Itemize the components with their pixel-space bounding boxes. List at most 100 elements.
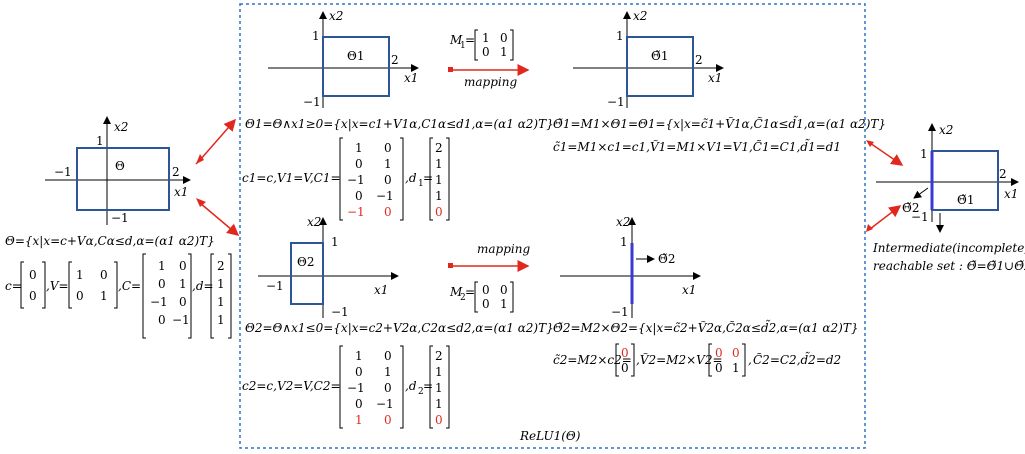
branch2-d2-3: 1: [435, 397, 443, 411]
branch1-d1-4: 0: [435, 205, 443, 219]
input-C-31: −1: [172, 313, 190, 327]
branch1-mapping-label: mapping: [464, 75, 517, 89]
input-C-21: 0: [179, 295, 187, 309]
svg-text:,V=: ,V=: [46, 279, 69, 293]
branch2-set-box: [290, 242, 324, 305]
input-V-00: 1: [76, 268, 84, 282]
branch2-C2-21: 0: [384, 381, 392, 395]
branch1-axis-y: x2: [329, 9, 343, 23]
input-axis-y: x2: [114, 120, 128, 134]
input-d-2: 1: [217, 295, 225, 309]
output-caption-1: Intermediate(incomplete): [872, 241, 1025, 255]
input-tick-2: 2: [172, 165, 180, 179]
branch1-d1-2: 1: [435, 173, 443, 187]
branch1-result-label: Θ̃1: [651, 49, 668, 63]
svg-text:2: 2: [695, 53, 703, 67]
input-tick-neg1-x: −1: [54, 165, 72, 179]
input-tick-1: 1: [96, 134, 104, 148]
input-d-0: 2: [217, 259, 225, 273]
branch2-result-definition: Θ̃2=M2×Θ2={x|x=c̃2+Ṽ2α,C̃2α≤d̃2,α=(α1 α2…: [553, 319, 858, 335]
branch1-C1-10: 0: [355, 157, 363, 171]
branch1-C1-00: 1: [355, 141, 363, 155]
svg-text:c=: c=: [5, 279, 22, 293]
branch2-result-V-01: 0: [732, 346, 740, 360]
branch2-axis-y: x2: [307, 215, 321, 229]
branch1-C1-30: 0: [355, 189, 363, 203]
input-set-box: [76, 147, 170, 211]
branch2-C2-30: 0: [355, 397, 363, 411]
svg-text:x1: x1: [682, 283, 696, 297]
output-caption-2: reachable set : Θ̃=Θ̃1∪Θ̃2: [873, 259, 1025, 273]
branch2-c2V2: c2=c,V2=V,C2=: [242, 379, 341, 393]
svg-text:=: =: [423, 171, 433, 185]
svg-text:1: 1: [418, 179, 424, 189]
output-axis-x: x1: [1004, 187, 1018, 201]
branch1-tick-2: 2: [391, 53, 399, 67]
input-plot: Θ −1 2 1 −1 x1 x2: [45, 116, 191, 225]
branch1-axis-x: x1: [404, 71, 418, 85]
branch2-d2-2: 1: [435, 381, 443, 395]
input-c-0: 0: [29, 268, 37, 282]
branch2-result-V-10: 0: [715, 361, 723, 375]
branch2-result-c-0: 0: [621, 346, 629, 360]
branch1-M-11: 1: [500, 45, 508, 59]
input-V-10: 0: [76, 289, 84, 303]
svg-text:x2: x2: [633, 9, 647, 23]
branch1-tick-1: 1: [312, 29, 320, 43]
branch2-d2-4: 0: [435, 413, 443, 427]
svg-text:=: =: [423, 379, 433, 393]
input-tick-neg1-y: −1: [111, 211, 129, 225]
svg-text:x2: x2: [616, 215, 630, 229]
branch2-C2-01: 0: [384, 349, 392, 363]
branch2-tick-neg1-x: −1: [266, 279, 284, 293]
output-plot: Θ̃1 Θ̃2 1 2 −1 x1 x2: [876, 123, 1019, 233]
branch1-result-params: c̃1=M1×c1=c1,Ṽ1=M1×V1=V1,C̃1=C1,d̃1=d1: [553, 138, 841, 154]
branch2-C2-10: 0: [355, 365, 363, 379]
branch1-M-01: 0: [500, 31, 508, 45]
branch2-C2-11: 1: [384, 365, 392, 379]
input-V-01: 0: [100, 268, 108, 282]
branch2-result-label: Θ̃2: [658, 252, 675, 266]
svg-text:=: =: [465, 285, 475, 299]
branch2-d2-1: 1: [435, 365, 443, 379]
svg-text:,d=: ,d=: [192, 279, 214, 293]
branch1-C1-20: −1: [347, 173, 365, 187]
input-V-11: 1: [100, 289, 108, 303]
svg-text:,: ,: [748, 353, 752, 367]
branch2-C2-31: −1: [376, 397, 394, 411]
svg-text:1: 1: [460, 41, 466, 51]
branch2-plot: Θ2 1 −1 −1 x1 x2: [258, 215, 399, 319]
branch2-C2-20: −1: [347, 381, 365, 395]
branch1-plot: Θ1 1 2 −1 x1 x2: [268, 9, 419, 109]
branch1-set-label: Θ1: [347, 49, 364, 63]
svg-text:M: M: [449, 33, 463, 47]
input-C-30: 0: [158, 313, 166, 327]
branch2-set-label: Θ2: [297, 255, 314, 269]
branch2-axis-x: x1: [374, 283, 388, 297]
svg-text:−1: −1: [607, 95, 625, 109]
branch2-C2-40: 1: [355, 413, 363, 427]
branch1-M-10: 0: [482, 45, 490, 59]
output-tick-2: 2: [999, 167, 1007, 181]
branch1-result-box: [626, 36, 694, 97]
branch2-M-01: 0: [500, 283, 508, 297]
relu-frame: [239, 3, 866, 449]
split-arrows: [195, 118, 240, 236]
branch2-result-c-1: 0: [621, 361, 629, 375]
branch1-C1-21: 0: [384, 173, 392, 187]
branch1-d1-0: 2: [435, 141, 443, 155]
input-axis-x: x1: [174, 185, 188, 199]
input-d-3: 1: [217, 313, 225, 327]
branch2-definition: Θ2=Θ∧x1≤0={x|x=c2+V2α,C2α≤d2,α=(α1 α2)T}: [245, 321, 554, 335]
input-d-1: 1: [217, 277, 225, 291]
branch1-C1-31: −1: [376, 189, 394, 203]
branch2-mapping-label: mapping: [477, 242, 530, 256]
svg-text:,Ṽ2=M2×V2=: ,Ṽ2=M2×V2=: [636, 352, 723, 367]
svg-text:x1: x1: [708, 71, 722, 85]
branch1-result-definition: Θ̃1=M1×Θ1=Θ1={x|x=c̃1+Ṽ1α,C̃1α≤d̃1,α=(α1…: [553, 115, 886, 131]
svg-text:,d: ,d: [405, 171, 417, 185]
branch1-definition: Θ1=Θ∧x1≥0={x|x=c1+V1α,C1α≤d1,α=(α1 α2)T}: [245, 117, 554, 131]
branch2-M-00: 0: [482, 283, 490, 297]
